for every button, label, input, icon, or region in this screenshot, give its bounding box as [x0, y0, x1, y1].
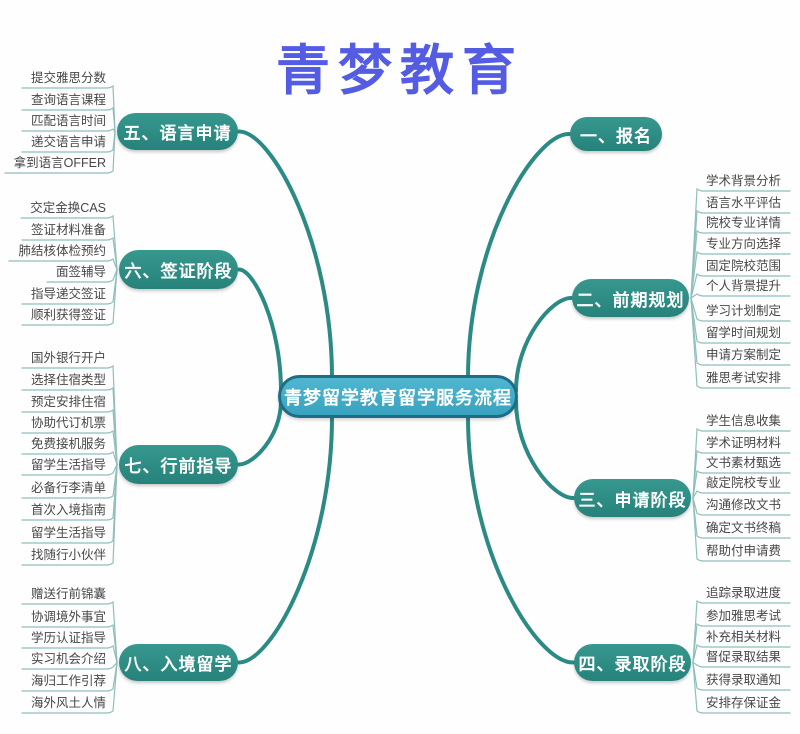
leaf-node: 协调境外事宜 — [30, 610, 106, 624]
leaf-node: 语言水平评估 — [706, 196, 782, 210]
leaf-node: 交定金换CAS — [30, 201, 106, 215]
leaf-node: 确定文书终稿 — [706, 521, 782, 535]
leaf-node: 海外风土人情 — [30, 696, 106, 710]
leaf-node: 申请方案制定 — [706, 348, 782, 362]
leaf-node: 获得录取通知 — [706, 673, 782, 687]
leaf-node: 找随行小伙伴 — [30, 548, 106, 562]
branch-node-6: 六、签证阶段 — [119, 250, 238, 289]
leaf-node: 留学生活指导 — [30, 458, 106, 472]
leaf-node: 拿到语言OFFER — [13, 156, 106, 170]
leaf-node: 雅思考试安排 — [706, 371, 782, 385]
leaf-node: 协助代订机票 — [30, 416, 106, 430]
branch-node-5: 五、语言申请 — [117, 113, 238, 150]
leaf-node: 必备行李清单 — [30, 481, 106, 495]
leaf-node: 学术背景分析 — [706, 174, 782, 188]
branch-node-8: 八、入境留学 — [119, 644, 238, 681]
leaf-node: 督促录取结果 — [706, 650, 782, 664]
leaf-node: 帮助付申请费 — [706, 544, 782, 558]
branch-node-3: 三、申请阶段 — [574, 479, 691, 517]
leaf-node: 提交雅思分数 — [30, 71, 106, 85]
leaf-node: 学术证明材料 — [706, 436, 782, 450]
leaf-node: 沟通修改文书 — [706, 498, 782, 512]
leaf-node: 肺结核体检预约 — [18, 244, 106, 258]
leaf-node: 海归工作引荐 — [30, 674, 106, 688]
leaf-node: 国外银行开户 — [30, 351, 106, 365]
leaf-node: 查询语言课程 — [30, 93, 106, 107]
leaf-node: 面签辅导 — [55, 265, 106, 279]
leaf-node: 留学时间规划 — [706, 326, 782, 340]
branch-node-4: 四、录取阶段 — [574, 644, 691, 681]
leaf-node: 顺利获得签证 — [30, 308, 106, 322]
leaf-node: 匹配语言时间 — [30, 114, 106, 128]
leaf-node: 追踪录取进度 — [706, 586, 782, 600]
leaf-node: 签证材料准备 — [30, 223, 106, 237]
leaf-node: 指导递交签证 — [30, 287, 106, 301]
leaf-node: 首次入境指南 — [30, 503, 106, 517]
page-title: 青梦教育 — [276, 41, 524, 101]
leaf-node: 留学生活指导 — [30, 526, 106, 540]
leaf-node: 预定安排住宿 — [30, 395, 106, 409]
leaf-node: 个人背景提升 — [706, 279, 782, 293]
leaf-node: 实习机会介绍 — [30, 652, 106, 666]
leaf-node: 安排存保证金 — [706, 696, 782, 710]
leaf-node: 递交语言申请 — [30, 135, 106, 149]
leaf-node: 敲定院校专业 — [706, 476, 782, 490]
leaf-node: 选择住宿类型 — [30, 373, 106, 387]
leaf-node: 免费接机服务 — [30, 437, 106, 451]
branch-node-7: 七、行前指导 — [119, 445, 238, 484]
leaf-node: 专业方向选择 — [706, 237, 782, 251]
leaf-node: 学历认证指导 — [30, 631, 106, 645]
leaf-node: 学习计划制定 — [706, 304, 782, 318]
leaf-node: 补充相关材料 — [706, 630, 782, 644]
branch-node-2: 二、前期规划 — [572, 279, 689, 317]
leaf-node: 学生信息收集 — [706, 414, 782, 428]
leaf-node: 文书素材甄选 — [706, 456, 782, 470]
leaf-node: 参加雅思考试 — [706, 609, 782, 623]
center-node: 青梦留学教育留学服务流程 — [278, 375, 518, 418]
leaf-node: 固定院校范围 — [706, 259, 782, 273]
leaf-node: 赠送行前锦囊 — [30, 587, 106, 601]
branch-node-1: 一、报名 — [570, 117, 662, 151]
leaf-node: 院校专业详情 — [706, 216, 782, 230]
